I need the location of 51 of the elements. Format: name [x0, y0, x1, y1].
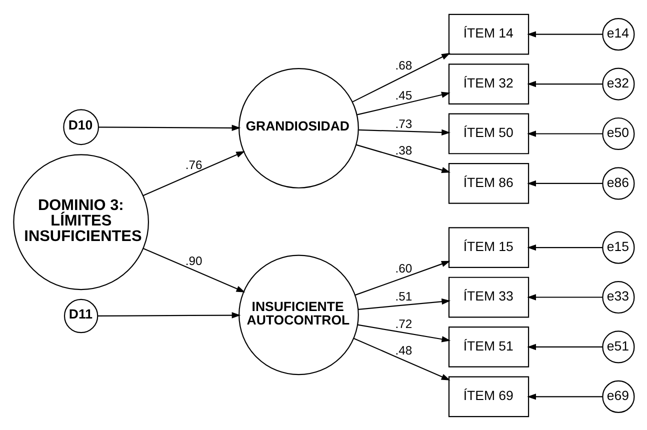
node-circle: e69 — [602, 380, 634, 412]
node-circle: e86 — [602, 166, 634, 200]
node-circle: e50 — [602, 116, 634, 150]
edge-label: .60 — [394, 261, 412, 276]
arrow — [142, 247, 245, 292]
arrow — [352, 52, 450, 102]
node-box: ÍTEM 69 — [448, 376, 529, 417]
arrow — [526, 393, 602, 400]
node-circle: e51 — [602, 330, 634, 363]
edge-label: .48 — [394, 342, 412, 357]
edge-label: .90 — [184, 253, 202, 268]
arrow — [356, 144, 450, 173]
node-circle: DOMINIO 3: LÍMITES INSUFICIENTES — [12, 154, 149, 290]
node-circle: e14 — [602, 18, 634, 50]
node-box: ÍTEM 32 — [448, 63, 529, 104]
node-circle: e33 — [602, 280, 634, 314]
arrow — [352, 337, 450, 380]
arrow — [142, 150, 245, 196]
edge-label: .76 — [184, 157, 202, 172]
edge-label: .68 — [394, 58, 412, 72]
node-circle: e32 — [602, 67, 634, 100]
arrow — [526, 294, 602, 300]
arrow — [526, 80, 602, 87]
arrow — [97, 312, 240, 318]
node-box: ÍTEM 50 — [448, 112, 529, 154]
arrow — [358, 128, 450, 135]
arrow — [526, 343, 602, 350]
node-circle: e15 — [602, 230, 634, 264]
node-box: ÍTEM 14 — [448, 13, 529, 54]
arrow — [526, 180, 602, 186]
edge-label: .73 — [394, 116, 412, 130]
edge-label: .72 — [394, 316, 412, 330]
arrow — [358, 298, 450, 310]
arrow — [98, 124, 240, 130]
edge-label: .38 — [394, 143, 412, 158]
edge-label: .51 — [394, 288, 412, 303]
node-box: ÍTEM 51 — [448, 326, 529, 367]
arrow — [354, 260, 450, 296]
node-circle: D11 — [63, 298, 98, 333]
arrow — [526, 30, 602, 37]
node-box: ÍTEM 15 — [448, 226, 529, 268]
node-box: ÍTEM 33 — [448, 276, 529, 318]
arrow — [526, 244, 602, 250]
arrow — [356, 91, 450, 115]
node-circle: GRANDIOSIDAD — [238, 68, 358, 188]
node-box: ÍTEM 86 — [448, 162, 529, 204]
node-circle: D10 — [62, 108, 99, 145]
arrow — [357, 324, 450, 342]
edge-label: .45 — [394, 88, 412, 102]
node-circle: INSUFICIENTE AUTOCONTROL — [238, 254, 358, 375]
arrow — [526, 130, 602, 136]
